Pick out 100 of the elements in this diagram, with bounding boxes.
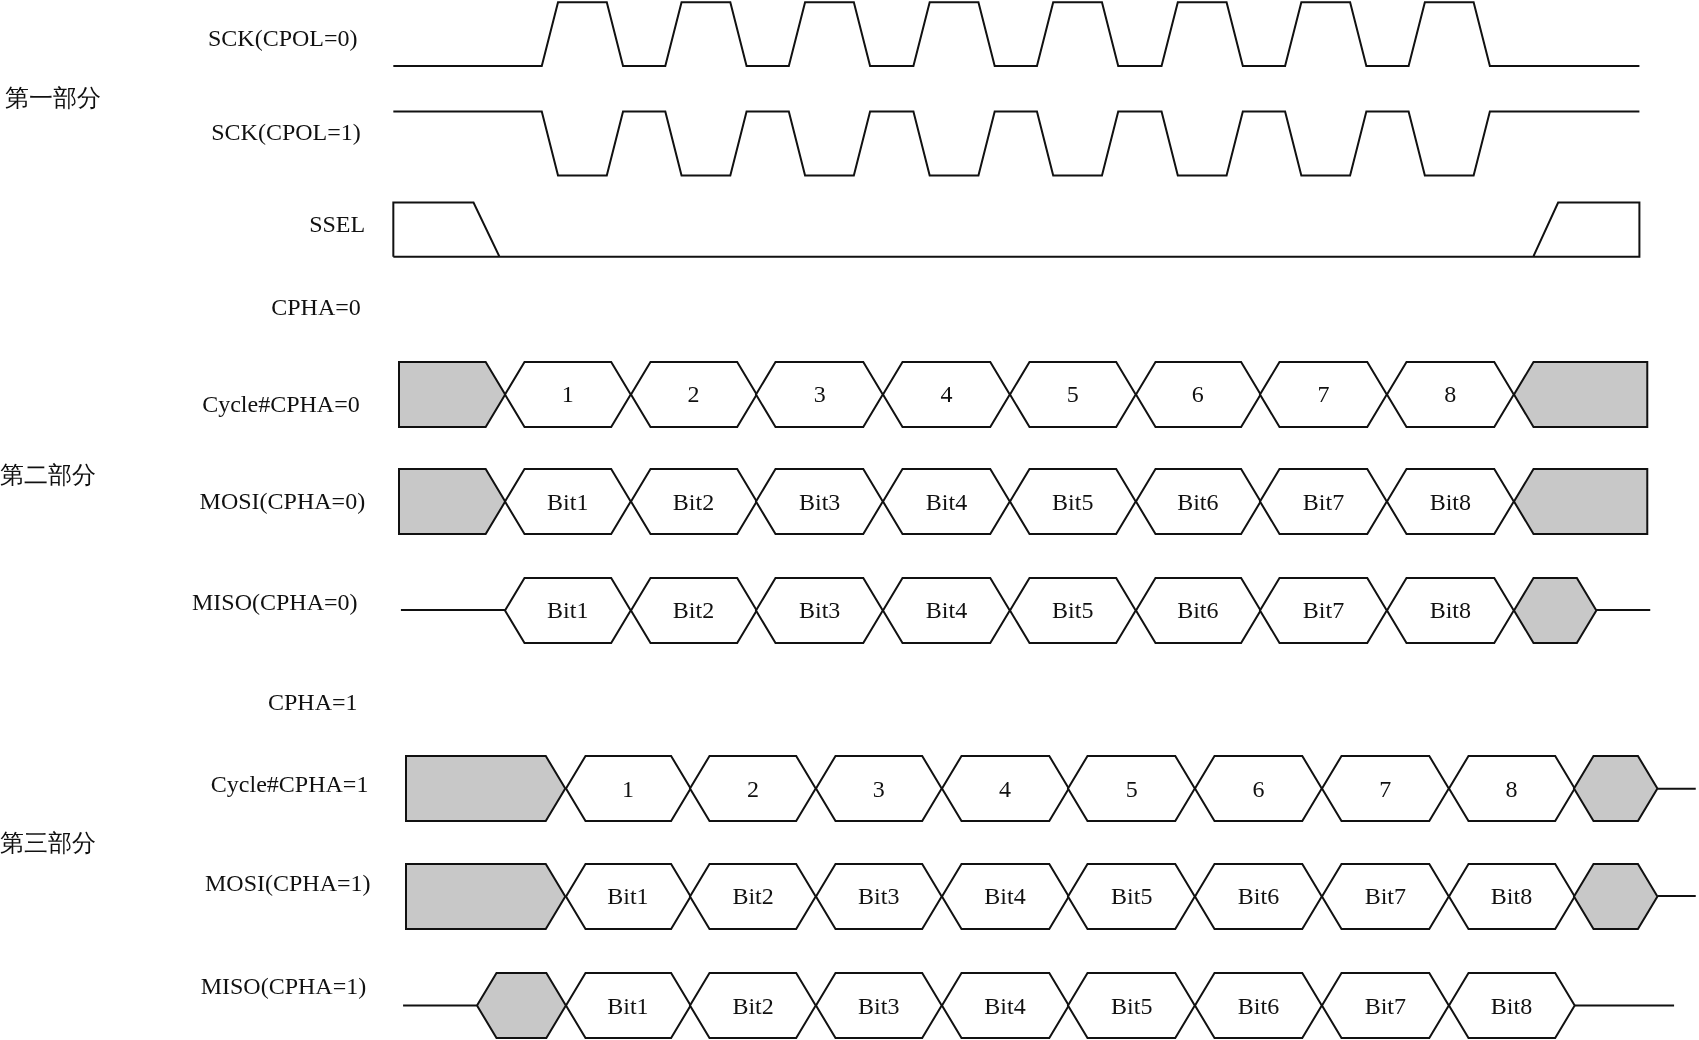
bit-label: 4: [940, 382, 953, 407]
bus-cell: [1068, 863, 1196, 929]
bus-cell: [815, 973, 942, 1038]
bit-label: Bit7: [1364, 993, 1406, 1018]
bit-label: Bit6: [1177, 598, 1219, 622]
bus-cell: [1068, 973, 1196, 1038]
bus-cell: [630, 577, 757, 643]
bus-cell: [1321, 863, 1449, 929]
bit-label: 6: [1191, 382, 1204, 407]
bit-label: Bit1: [607, 884, 649, 909]
bus-cell: [756, 577, 884, 643]
signal-label: MOSI(CPHA=1): [205, 871, 371, 896]
bus-cell: [630, 469, 757, 535]
bit-label: Bit3: [858, 884, 900, 909]
section-label: 第三部分: [0, 831, 96, 855]
idle-cell: [1574, 863, 1658, 929]
idle-cell: [406, 863, 566, 929]
bus-cell: [504, 361, 631, 427]
bus-cell: [1135, 469, 1261, 535]
bit-label: 3: [813, 382, 826, 407]
bit-label: Bit6: [1237, 884, 1280, 909]
bit-label: Bit8: [1490, 993, 1533, 1018]
bus-cell: [1260, 577, 1387, 643]
bus-cell: [565, 756, 691, 822]
idle-cell: [1513, 361, 1647, 427]
bit-label: 1: [621, 776, 634, 801]
bit-label: 7: [1317, 382, 1330, 407]
bit-label: Bit5: [1111, 993, 1153, 1018]
bus-cell: [690, 756, 816, 822]
bit-label: Bit4: [925, 598, 968, 622]
bit-label: Bit5: [1052, 489, 1094, 514]
bit-label: Bit3: [858, 993, 900, 1018]
bus-cell: [1321, 756, 1449, 822]
bit-label: Bit5: [1052, 598, 1094, 622]
bus-cell: [1321, 973, 1449, 1038]
bit-label: Bit7: [1364, 884, 1406, 909]
bus-cell: [1068, 756, 1196, 822]
signal-label: SSEL: [309, 212, 366, 237]
bus-cell: [565, 863, 691, 929]
bus-cell: [504, 577, 631, 643]
bit-label: 5: [1125, 776, 1138, 801]
bus-cell: [883, 577, 1010, 643]
bus-cell: [690, 973, 816, 1038]
idle-cell: [406, 756, 566, 822]
signal-label: SCK(CPOL=1): [211, 120, 361, 145]
bit-label: 1: [561, 382, 574, 407]
bus-cell: [1386, 361, 1514, 427]
section-label: 第二部分: [0, 462, 96, 487]
idle-cell: [476, 973, 566, 1038]
bus-cell: [1009, 469, 1136, 535]
bit-label: Bit3: [799, 489, 841, 514]
idle-cell: [1513, 577, 1597, 643]
signal-label: MOSI(CPHA=0): [199, 488, 366, 513]
bit-label: 4: [998, 776, 1011, 801]
section-label: 第一部分: [5, 85, 102, 110]
bit-label: Bit1: [547, 489, 589, 514]
bus-cell: [1135, 577, 1261, 643]
bit-label: Bit2: [732, 993, 774, 1018]
signal-label: CPHA=1: [268, 690, 358, 715]
bit-label: 2: [747, 776, 760, 801]
bit-label: 7: [1379, 776, 1392, 801]
signal-label: Cycle#CPHA=0: [202, 392, 360, 417]
signal-label: MISO(CPHA=1): [200, 974, 367, 998]
signal-label: MISO(CPHA=0): [192, 590, 358, 615]
bit-label: 8: [1505, 776, 1518, 801]
bus-cell: [1195, 973, 1322, 1038]
bit-label: 2: [687, 382, 700, 407]
bit-label: Bit2: [732, 884, 774, 909]
bit-label: Bit1: [547, 598, 589, 622]
bus-cell: [756, 469, 884, 535]
bus-cell: [941, 973, 1069, 1038]
bit-label: Bit2: [672, 598, 715, 622]
bit-label: Bit4: [925, 489, 968, 514]
bus-cell: [1260, 361, 1387, 427]
idle-cell: [1513, 469, 1647, 535]
bus-cell: [1448, 756, 1575, 822]
bit-label: 8: [1444, 382, 1457, 407]
bit-label: Bit3: [799, 598, 841, 622]
idle-cell: [398, 361, 505, 427]
bus-cell: [815, 756, 942, 822]
bus-cell: [1195, 863, 1322, 929]
bit-label: Bit2: [672, 489, 715, 514]
signal-label: CPHA=0: [271, 294, 361, 319]
bit-label: Bit8: [1429, 489, 1471, 514]
bus-cell: [1135, 361, 1261, 427]
bit-label: Bit6: [1237, 993, 1280, 1018]
bit-label: Bit4: [984, 993, 1026, 1018]
bit-label: Bit1: [607, 993, 649, 1018]
bus-cell: [1260, 469, 1387, 535]
bus-cell: [1009, 361, 1136, 427]
bit-label: 3: [872, 776, 885, 801]
bus-cell: [883, 361, 1010, 427]
bus-cell: [565, 973, 691, 1038]
bit-label: 6: [1252, 776, 1265, 801]
signal-label: Cycle#CPHA=1: [210, 772, 369, 797]
bus-cell: [1448, 973, 1575, 1038]
bus-cell: [690, 863, 816, 929]
bus-cell: [883, 469, 1010, 535]
bus-cell: [1386, 469, 1514, 535]
bus-cell: [1195, 756, 1322, 822]
